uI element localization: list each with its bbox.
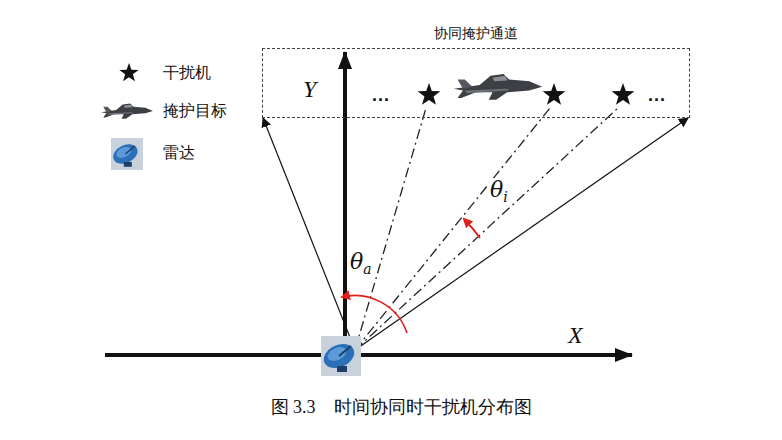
channel-band: 协同掩护通道 [262, 48, 690, 118]
legend-text: 干扰机 [163, 64, 211, 82]
boundary-ray [355, 118, 688, 350]
jammer-star [418, 83, 441, 105]
band-heading: 协同掩护通道 [434, 25, 518, 43]
legend-jet [101, 104, 153, 119]
legend-text: 掩护目标 [163, 102, 227, 120]
jammer-ray [355, 108, 550, 350]
jammer-ray [355, 108, 618, 350]
legend-text: 雷达 [163, 144, 195, 162]
angle-label: θa [349, 250, 373, 278]
ellipsis: ... [372, 86, 390, 106]
x-axis [105, 353, 632, 357]
boundary-ray [263, 118, 355, 350]
figure-caption: 图 3.3 时间协同时干扰机分布图 [271, 398, 532, 418]
target-jet [454, 74, 542, 100]
legend-radar [110, 138, 143, 170]
angle-arc [464, 219, 480, 238]
jammer-star [612, 83, 635, 105]
legend-star [119, 63, 138, 81]
jammer-star [543, 83, 566, 105]
axis-label: X [568, 322, 583, 348]
angle-arc [342, 295, 407, 333]
angle-label: θi [489, 178, 509, 206]
axis-label: Y [303, 76, 316, 102]
ellipsis: ... [648, 86, 666, 106]
y-axis [343, 52, 347, 360]
radar-icon [320, 336, 361, 376]
jammer-ray [355, 108, 426, 350]
